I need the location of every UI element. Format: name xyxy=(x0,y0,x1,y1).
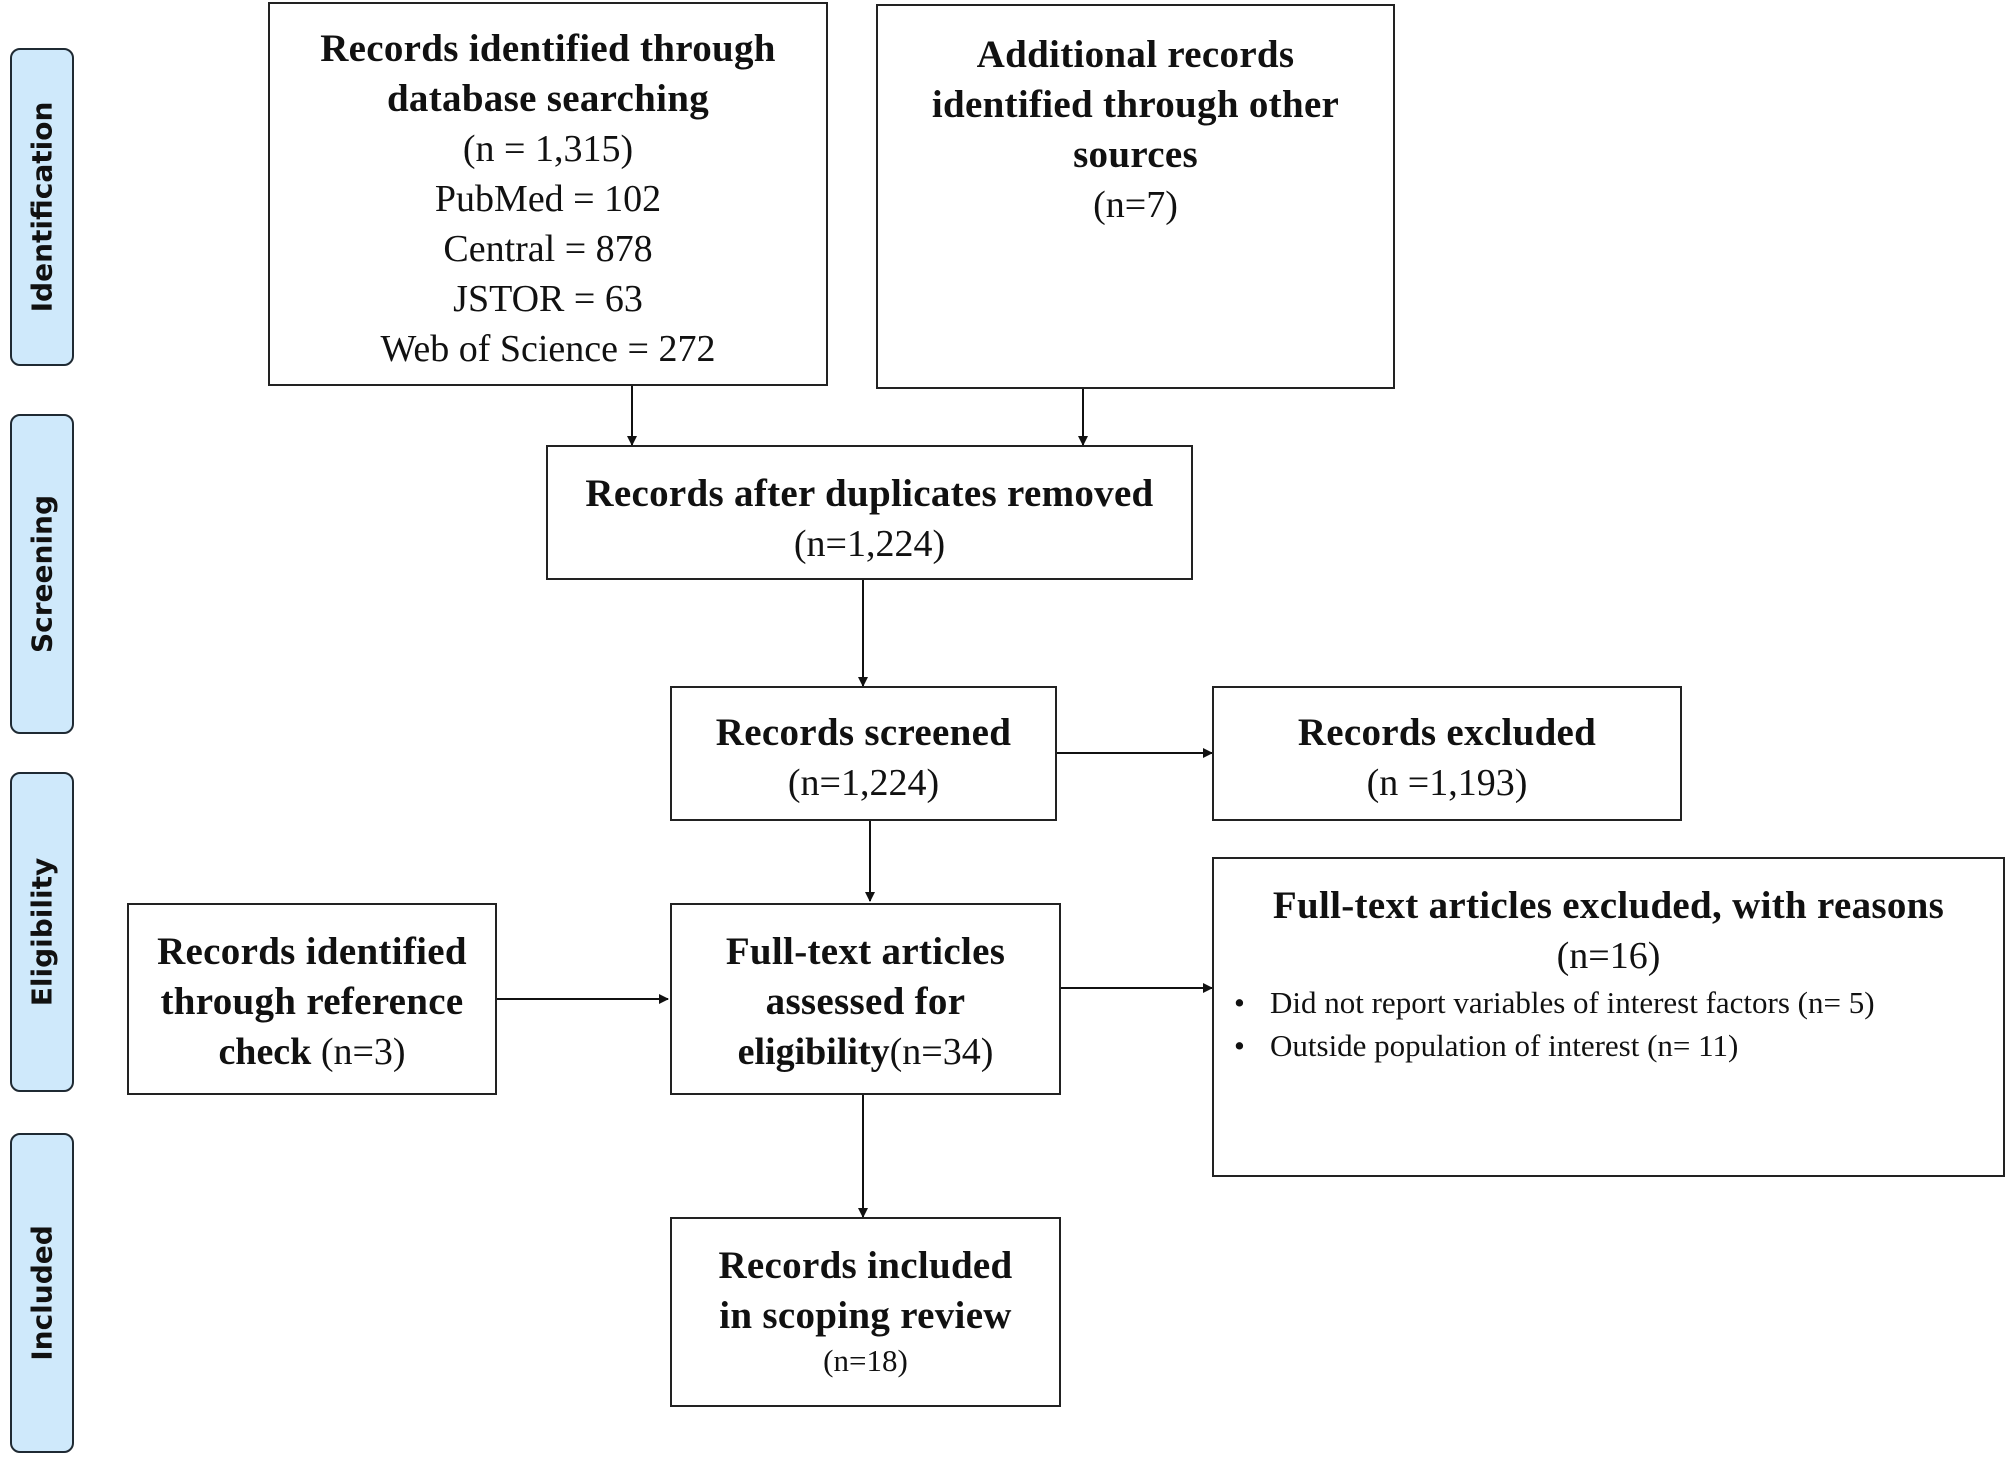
exclusion-reason: • Did not report variables of interest f… xyxy=(1214,981,2003,1024)
source-web-of-science: Web of Science = 272 xyxy=(380,328,716,370)
stage-eligibility: Eligibility xyxy=(10,772,74,1092)
source-jstor: JSTOR = 63 xyxy=(453,278,643,320)
screened-title: Records screened xyxy=(715,711,1012,754)
other-count: (n=7) xyxy=(1093,184,1178,226)
database-title-line2: database searching xyxy=(386,77,710,120)
box-records-screened: Records screened (n=1,224) xyxy=(670,686,1057,821)
database-title-line1: Records identified through xyxy=(320,27,776,70)
box-records-included: Records included in scoping review (n=18… xyxy=(670,1217,1061,1407)
bullet-marker: • xyxy=(1234,1028,1245,1063)
fulltext-count: (n=34) xyxy=(889,1031,994,1073)
duplicates-count: (n=1,224) xyxy=(793,523,946,565)
box-records-excluded: Records excluded (n =1,193) xyxy=(1212,686,1682,821)
bullet-marker: • xyxy=(1234,985,1245,1020)
other-title-line2: identified through other xyxy=(931,83,1340,126)
stage-label-screening: Screening xyxy=(25,494,59,654)
reference-count: (n=3) xyxy=(320,1031,406,1073)
fulltext-title-line3: eligibility(n=34) xyxy=(672,1027,1059,1077)
included-title-line1: Records included xyxy=(718,1244,1013,1287)
source-pubmed: PubMed = 102 xyxy=(434,178,662,220)
stage-screening: Screening xyxy=(10,414,74,734)
exclusion-reasons-list: • Did not report variables of interest f… xyxy=(1214,981,2003,1067)
exclusion-reason-text: Did not report variables of interest fac… xyxy=(1270,985,1875,1020)
reference-title-line3: check (n=3) xyxy=(129,1027,495,1077)
included-count: (n=18) xyxy=(823,1343,908,1378)
database-count: (n = 1,315) xyxy=(462,128,634,170)
screened-count: (n=1,224) xyxy=(787,762,940,804)
box-duplicates-removed: Records after duplicates removed (n=1,22… xyxy=(546,445,1193,580)
included-title-line2: in scoping review xyxy=(719,1294,1012,1337)
box-fulltext-assessed: Full-text articles assessed for eligibil… xyxy=(670,903,1061,1095)
fulltext-excluded-title: Full-text articles excluded, with reason… xyxy=(1272,884,1945,927)
fulltext-title-line1: Full-text articles xyxy=(725,930,1006,973)
other-title-line1: Additional records xyxy=(976,33,1295,76)
stage-label-eligibility: Eligibility xyxy=(25,857,59,1007)
reference-title-line2: through reference xyxy=(160,980,464,1023)
duplicates-title: Records after duplicates removed xyxy=(585,472,1154,515)
reference-title-line1: Records identified xyxy=(157,930,467,973)
stage-identification: Identification xyxy=(10,48,74,366)
box-other-sources: Additional records identified through ot… xyxy=(876,4,1395,389)
stage-included: Included xyxy=(10,1133,74,1453)
box-fulltext-excluded: Full-text articles excluded, with reason… xyxy=(1212,857,2005,1177)
stage-label-identification: Identification xyxy=(25,101,59,313)
box-reference-check: Records identified through reference che… xyxy=(127,903,497,1095)
stage-label-included: Included xyxy=(25,1225,59,1361)
fulltext-title-line2: assessed for xyxy=(765,980,966,1023)
reference-title-line3-text: check xyxy=(218,1031,312,1073)
exclusion-reason: • Outside population of interest (n= 11) xyxy=(1214,1024,2003,1067)
exclusion-reason-text: Outside population of interest (n= 11) xyxy=(1270,1028,1739,1063)
source-central: Central = 878 xyxy=(443,228,653,270)
fulltext-title-line3-text: eligibility xyxy=(737,1031,890,1073)
fulltext-excluded-count: (n=16) xyxy=(1556,935,1661,977)
other-title-line3: sources xyxy=(1073,133,1198,176)
excluded-title: Records excluded xyxy=(1297,711,1597,754)
excluded-count: (n =1,193) xyxy=(1366,762,1528,804)
box-database-search: Records identified through database sear… xyxy=(268,2,828,386)
